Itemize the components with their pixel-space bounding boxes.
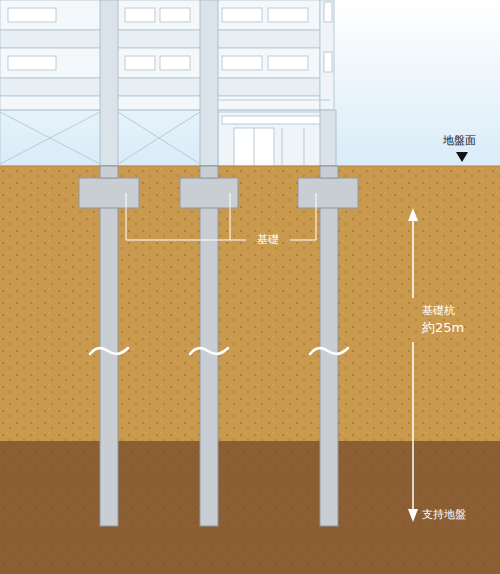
soil-layer: [0, 166, 500, 441]
pile-length-label: 約25m: [422, 320, 464, 336]
bearing-stratum-label: 支持地盤: [422, 508, 466, 521]
leader-line: [126, 193, 316, 240]
bearing-stratum: [0, 441, 500, 574]
building-column: [100, 0, 336, 166]
dimension-arrow: [408, 208, 418, 522]
ground-surface-label: 地盤面: [443, 134, 476, 147]
break-mark: [90, 348, 348, 354]
ground-surface-line: [0, 166, 500, 167]
building: [0, 0, 334, 166]
pile-label: 基礎杭: [422, 304, 455, 317]
footing-label: 基礎: [257, 233, 279, 246]
foundation-pile: [100, 200, 338, 526]
sky: [0, 0, 500, 166]
ground-level-marker: [456, 152, 468, 162]
